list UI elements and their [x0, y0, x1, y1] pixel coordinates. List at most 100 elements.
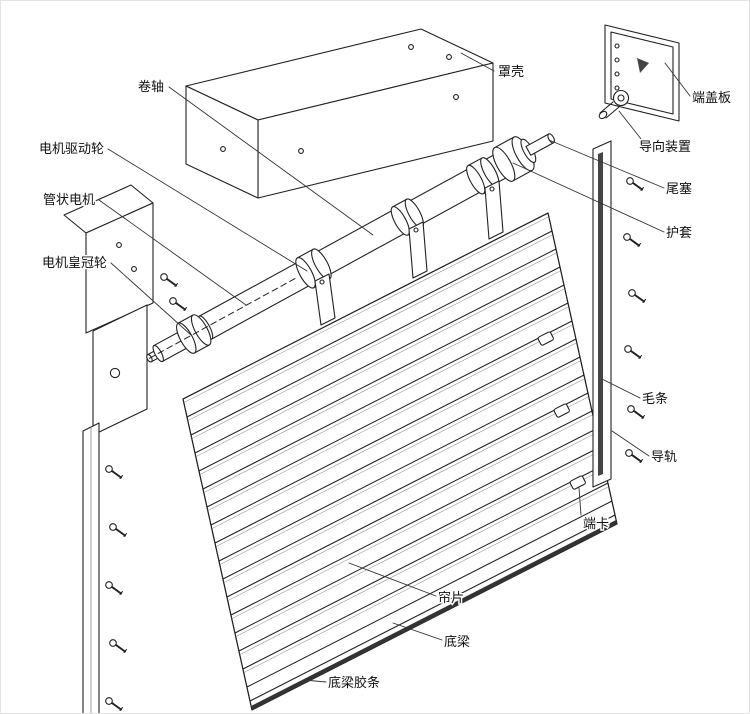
plate-bolt-hole: [614, 85, 620, 91]
leader-curtain-slat: [348, 562, 437, 597]
leader-guide-device: [618, 110, 646, 145]
brush-strip: [598, 152, 603, 476]
leader-motor-drive-wheel: [107, 148, 308, 272]
curtain-slat-shadow-line: [211, 342, 578, 529]
curtain-slat-shadow-line: [199, 288, 566, 475]
screw-pin: [105, 465, 123, 479]
curtain-slat-line: [206, 320, 573, 508]
label-bottom-beam-rubber-strip: 底梁胶条: [328, 675, 380, 690]
guide-rail-right: [592, 140, 612, 488]
label-tubular-motor: 管状电机: [43, 192, 95, 207]
leader-tubular-motor: [98, 199, 247, 306]
curtain-slat-shadow-line: [235, 450, 602, 637]
curtain-slat-shadow-line: [183, 216, 550, 403]
label-end-cover-plate: 端盖板: [692, 90, 731, 105]
screw-pin: [627, 405, 645, 419]
leader-housing: [460, 52, 495, 72]
curtain-slat-shadow-line: [219, 378, 586, 565]
label-tail-plug: 尾塞: [666, 181, 692, 196]
curtain-slat-line: [230, 428, 597, 616]
screw-pin: [623, 233, 641, 247]
guide-rail-left: [82, 422, 100, 713]
plate-bolt-hole: [614, 71, 620, 77]
screw-pin: [105, 697, 123, 711]
motor-mount-bracket: [63, 184, 154, 334]
label-guide-rail: 导轨: [651, 449, 677, 464]
label-motor-drive-wheel: 电机驱动轮: [39, 141, 104, 156]
shaft-adapter-ring: [466, 157, 500, 195]
housing-cover: [185, 28, 494, 199]
bracket-hole: [131, 266, 137, 272]
screw-pin: [169, 297, 187, 311]
curtain-slat-line: [214, 356, 581, 544]
curtain-slat-shadow-line: [207, 324, 574, 511]
label-curtain-slat: 帘片: [438, 590, 464, 605]
screw-pin: [625, 449, 643, 463]
plate-bolt-hole: [614, 57, 620, 63]
curtain-slat-line: [190, 248, 557, 436]
curtain-slat-line: [198, 284, 565, 472]
leader-roller-shaft: [168, 86, 374, 236]
curtain-slat-shadow-line: [203, 306, 570, 493]
curtain-slat-line: [222, 392, 589, 580]
bracket-hole: [116, 242, 122, 248]
curtain-slat-line: [186, 230, 553, 418]
leader-motor-crown-wheel: [110, 262, 192, 336]
leader-guide-rail: [611, 430, 650, 457]
curtain: [182, 212, 618, 711]
screw-pin: [109, 523, 127, 537]
leader-lines: [98, 52, 691, 683]
label-motor-crown-wheel: 电机皇冠轮: [42, 255, 107, 270]
roller-shaft-assembly: [146, 133, 555, 363]
plate-arrow-mark: [637, 58, 649, 73]
curtain-slat-shadow-line: [191, 252, 558, 439]
bottom-beam: [249, 514, 617, 710]
curtain-slat-line: [238, 464, 605, 652]
leader-bottom-beam: [392, 622, 443, 641]
curtain-slat-shadow-line: [195, 270, 562, 457]
end-clips: [537, 331, 586, 490]
plate-hole: [109, 367, 121, 379]
plate-bolt-hole: [614, 43, 620, 49]
screw-pin: [626, 177, 644, 191]
leader-protective-sleeve: [512, 162, 665, 233]
screw-pin: [160, 273, 178, 287]
curtain-slat-line: [242, 482, 609, 670]
curtain-slat-line: [210, 338, 577, 526]
label-brush-strip: 毛条: [642, 391, 668, 406]
label-roller-shaft: 卷轴: [138, 79, 164, 94]
label-end-clip: 端卡: [583, 516, 609, 531]
curtain-slat-line: [234, 446, 601, 634]
screw-pin: [105, 581, 123, 595]
screw-pin: [109, 639, 127, 653]
curtain-slat-shadow-line: [227, 414, 594, 601]
curtain-slat-line: [194, 266, 561, 454]
protective-sleeve-ring: [492, 136, 535, 182]
side-mount-plate: [92, 304, 148, 436]
label-bottom-beam: 底梁: [444, 634, 470, 649]
screw-pin: [624, 345, 642, 359]
leader-bottom-beam-rubber-strip: [303, 679, 327, 683]
guide-device: [598, 89, 630, 120]
curtain-slat-shadow-line: [231, 432, 598, 619]
leader-end-cover-plate: [664, 62, 691, 97]
label-guide-device: 导向装置: [639, 139, 691, 154]
end-cover-plate: [598, 24, 680, 122]
label-housing: 罩壳: [498, 64, 524, 79]
housing-hole: [220, 146, 226, 152]
curtain-slat-shadow-line: [223, 396, 590, 583]
leader-brush-strip: [601, 378, 641, 399]
curtain-slat-shadow-line: [239, 468, 606, 655]
housing-hole: [453, 94, 459, 100]
curtain-hanger-tabs: [314, 180, 504, 326]
housing-hole: [298, 148, 304, 154]
curtain-slat-shadow-line: [187, 234, 554, 421]
label-protective-sleeve: 护套: [666, 225, 692, 240]
wall-screws: [105, 177, 646, 711]
curtain-slat-line: [202, 302, 569, 490]
curtain-slat-shadow-line: [215, 360, 582, 547]
curtain-slat-line: [226, 410, 593, 598]
motor-axis-hidden-line: [148, 278, 296, 359]
